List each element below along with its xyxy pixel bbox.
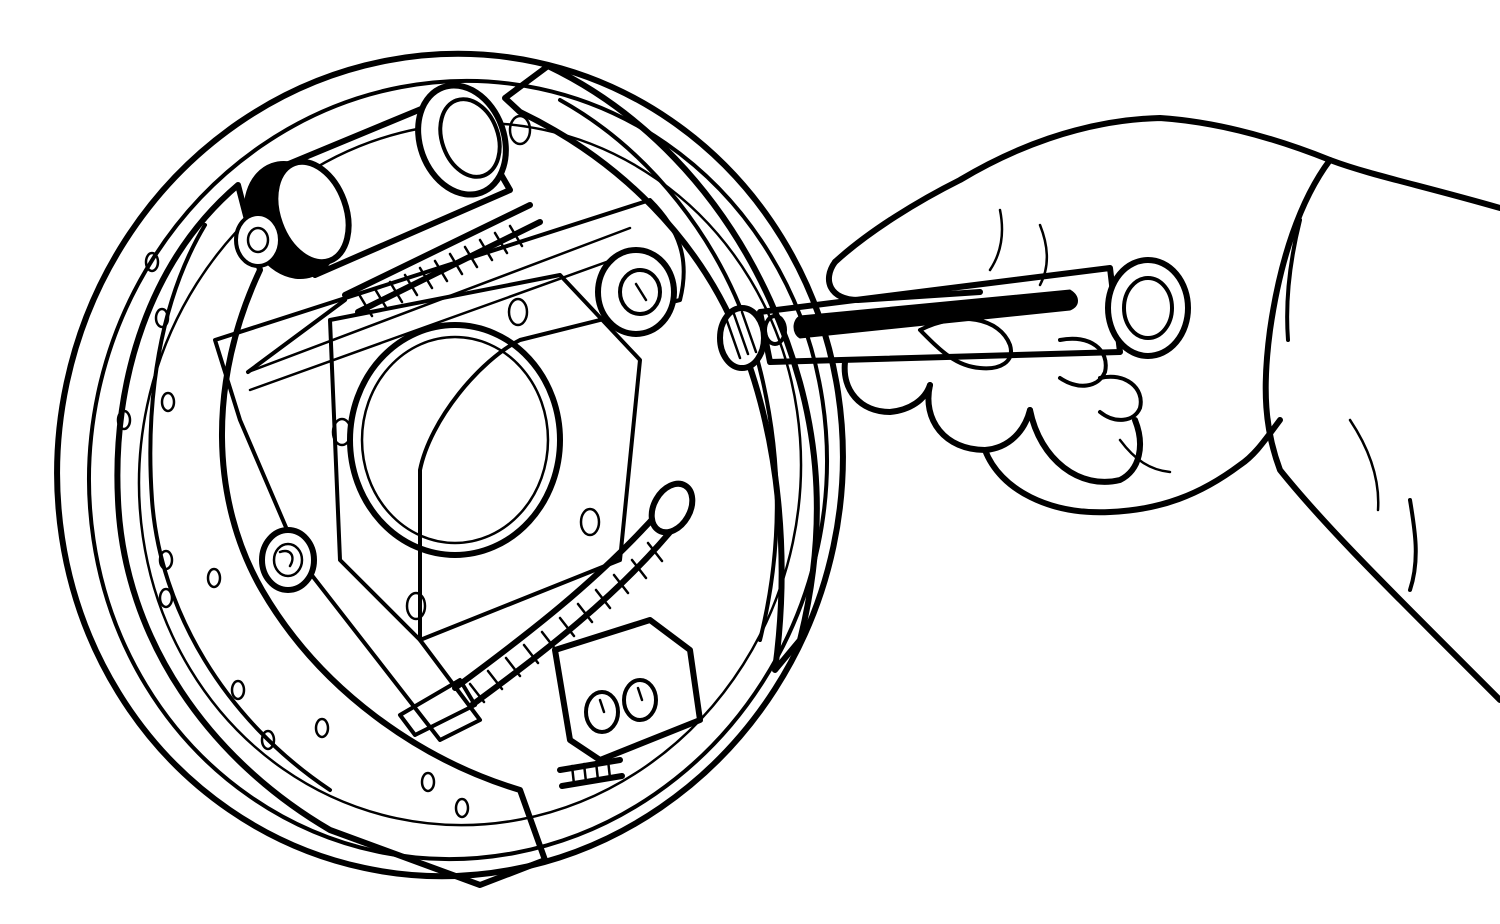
hold-down-spring (259, 527, 317, 593)
lining-rivets (116, 251, 470, 819)
top-return-spring (246, 202, 543, 374)
adjuster-tool (717, 257, 1191, 371)
sleeve (1262, 157, 1500, 703)
bottom-spring (557, 757, 625, 789)
right-brake-shoe (502, 63, 820, 673)
anchor-pin (595, 247, 677, 337)
left-brake-shoe (114, 182, 548, 888)
hand (825, 115, 1500, 516)
adjuster-spring (398, 480, 696, 737)
hub-opening (328, 273, 642, 642)
wheel-cylinder (234, 82, 532, 280)
parking-brake-lever (552, 617, 703, 763)
